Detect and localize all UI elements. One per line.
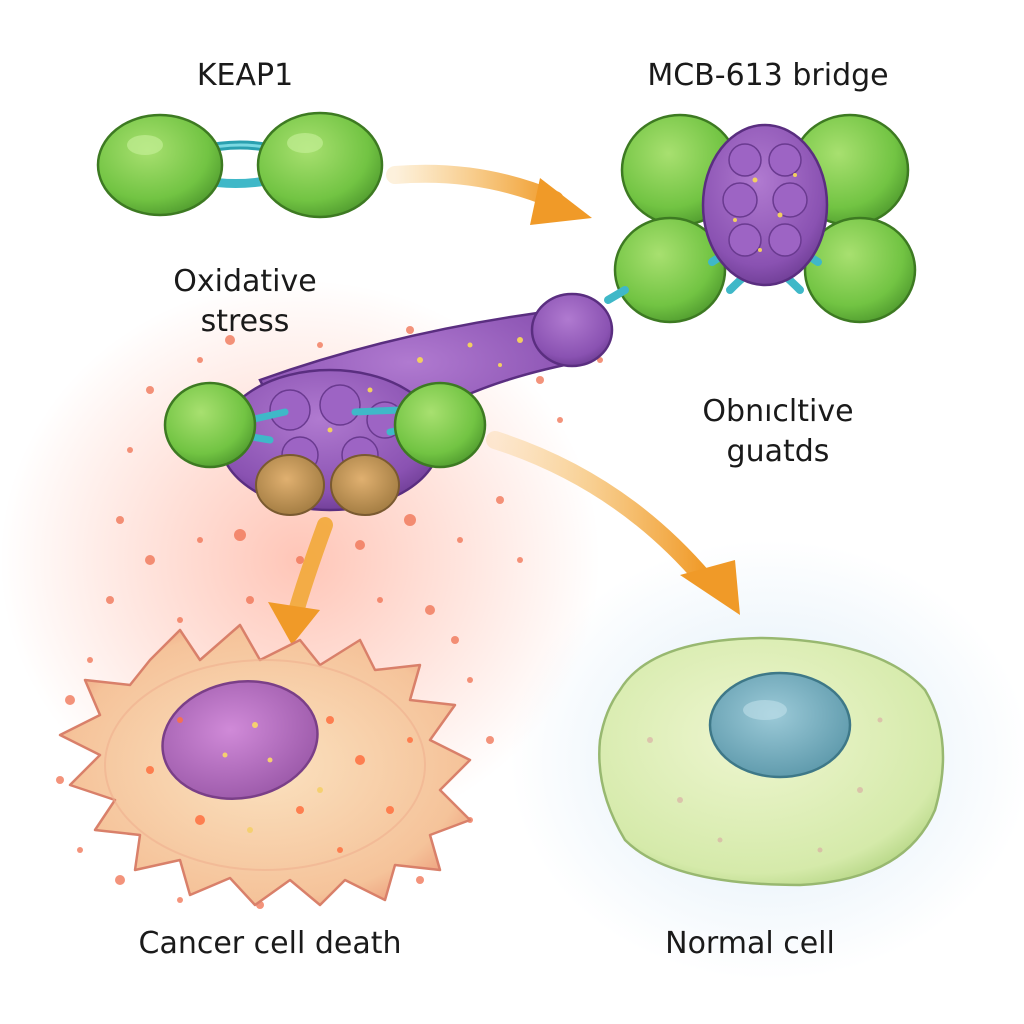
oxidative-stress-line2: stress <box>200 304 290 339</box>
distorted-label-line1: Obnıcltive <box>702 394 854 429</box>
distorted-label: Obnıcltive guatds <box>648 392 908 472</box>
keap1-dimer <box>96 111 384 219</box>
bridge-label: MCB-613 bridge <box>647 58 889 93</box>
bridge-complex <box>613 113 917 324</box>
arrow-to-bridge <box>386 164 592 225</box>
cancer-cell-label: Cancer cell death <box>138 926 402 961</box>
oxidative-stress-line1: Oxidative <box>173 264 317 299</box>
normal-cell-label: Normal cell <box>665 926 835 961</box>
central-complex <box>163 286 629 516</box>
cancer-cell <box>58 623 472 907</box>
keap1-label: KEAP1 <box>196 58 294 93</box>
distorted-label-line2: guatds <box>726 434 830 469</box>
arrow-to-normal <box>486 431 740 615</box>
normal-cell <box>598 636 945 887</box>
oxidative-stress-label: Oxidative stress <box>130 262 360 342</box>
arrow-to-cancer <box>268 517 333 645</box>
